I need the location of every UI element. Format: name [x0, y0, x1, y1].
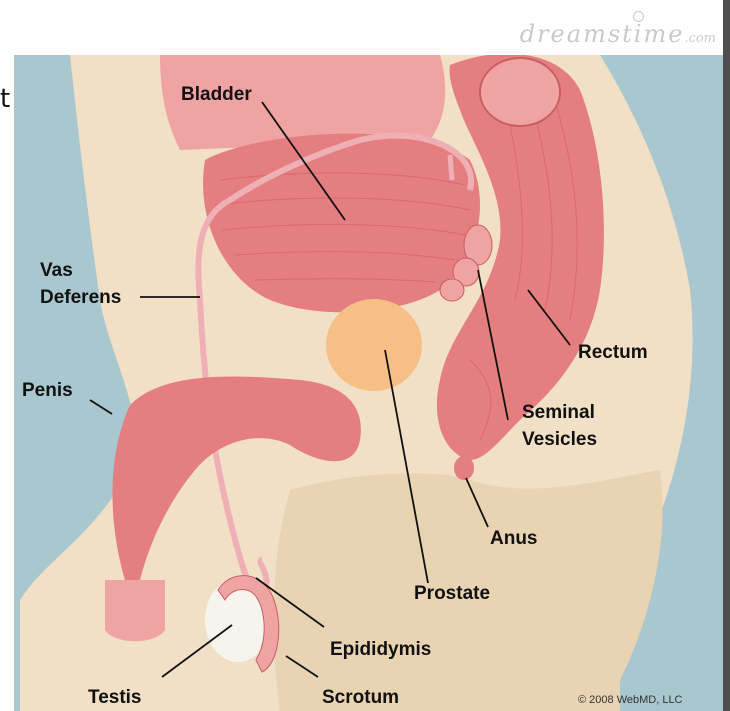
label-epididymis: Epididymis	[330, 639, 431, 660]
label-seminal-vesicles-line2: Vesicles	[522, 429, 597, 450]
label-seminal-vesicles-line1: Seminal	[522, 402, 595, 423]
right-edge-bar	[723, 0, 730, 711]
copyright-text: © 2008 WebMD, LLC	[578, 694, 683, 706]
prostate-shape	[326, 299, 422, 391]
label-rectum: Rectum	[578, 342, 648, 363]
anus-shape	[454, 456, 474, 480]
label-vas-deferens-line1: Vas	[40, 260, 73, 281]
label-vas-deferens-line2: Deferens	[40, 287, 121, 308]
watermark: dreamstime.com	[520, 20, 716, 48]
label-testis: Testis	[88, 687, 142, 708]
glans-shape	[105, 580, 165, 641]
label-penis: Penis	[22, 380, 73, 401]
bladder-tube	[450, 155, 452, 180]
label-scrotum: Scrotum	[322, 687, 399, 708]
rectum-opening	[480, 58, 560, 126]
label-anus: Anus	[490, 528, 538, 549]
watermark-suffix: .com	[684, 31, 716, 46]
watermark-brand: dreamstime	[520, 20, 685, 48]
label-prostate: Prostate	[414, 583, 490, 604]
label-bladder: Bladder	[181, 84, 252, 105]
